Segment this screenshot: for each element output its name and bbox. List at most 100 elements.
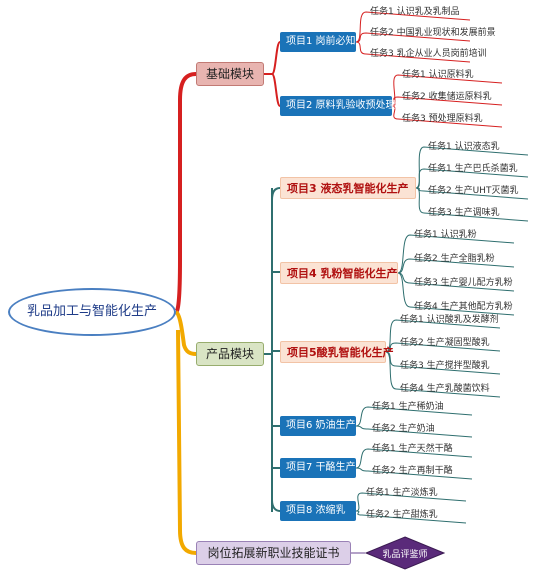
task-label: 任务1 认识乳及乳制品	[370, 7, 460, 17]
task-node[interactable]: 任务3 乳企从业人员岗前培训	[370, 47, 487, 61]
project-node-8[interactable]: 项目8 浓缩乳	[280, 501, 356, 521]
task-connector	[415, 187, 529, 222]
project-label: 项目4 乳粉智能化生产	[287, 267, 398, 280]
prod-spine	[264, 188, 273, 512]
task-node[interactable]: 任务1 生产淡炼乳	[366, 486, 438, 500]
task-connector	[397, 234, 515, 274]
project-node-7[interactable]: 项目7 干酪生产	[280, 458, 356, 478]
task-connectors	[355, 11, 529, 524]
task-label: 任务1 认识乳粉	[414, 230, 477, 240]
task-node[interactable]: 任务1 生产稀奶油	[372, 400, 444, 414]
task-node[interactable]: 任务4 生产乳酸菌饮料	[400, 382, 490, 396]
task-connector	[415, 146, 529, 189]
task-label: 任务1 生产天然干酪	[372, 444, 453, 454]
task-node[interactable]: 任务3 预处理原料乳	[402, 112, 483, 126]
base-to-p1	[264, 41, 281, 75]
task-node[interactable]: 任务1 认识液态乳	[428, 140, 500, 154]
trunk-to-cert	[176, 329, 197, 555]
certificate-label: 乳品评鉴师	[382, 548, 427, 560]
task-label: 任务1 生产稀奶油	[372, 402, 444, 412]
task-connector	[355, 467, 473, 480]
task-connector	[391, 105, 503, 128]
task-node[interactable]: 任务2 生产UHT灭菌乳	[428, 184, 518, 198]
task-connector	[355, 510, 467, 524]
task-label: 任务1 认识酸乳及发酵剂	[400, 315, 499, 325]
task-node[interactable]: 任务2 生产奶油	[372, 422, 435, 436]
project-node-2[interactable]: 项目2 原料乳验收预处理	[280, 96, 396, 116]
project-node-6[interactable]: 项目6 奶油生产	[280, 416, 356, 436]
task-node[interactable]: 任务1 认识乳粉	[414, 228, 477, 242]
task-label: 任务2 生产凝固型酸乳	[400, 338, 490, 348]
project-label: 项目6 奶油生产	[286, 420, 356, 431]
task-node[interactable]: 任务2 生产甜炼乳	[366, 508, 438, 522]
task-label: 任务3 生产搅拌型酸乳	[400, 361, 490, 371]
prod-to-p3	[271, 187, 281, 201]
task-label: 任务1 生产巴氏杀菌乳	[428, 164, 518, 174]
root-label: 乳品加工与智能化生产	[26, 304, 157, 319]
task-label: 任务2 收集储运原料乳	[402, 92, 492, 102]
task-node[interactable]: 任务3 生产调味乳	[428, 206, 500, 220]
module-cert[interactable]: 岗位拓展新职业技能证书	[196, 541, 351, 565]
trunk-to-base	[174, 72, 197, 314]
task-connector	[391, 74, 503, 107]
prod-to-p8	[271, 499, 281, 512]
task-connector	[355, 492, 467, 512]
task-connector	[355, 11, 471, 43]
task-connector	[355, 406, 473, 427]
task-node[interactable]: 任务2 生产全脂乳粉	[414, 252, 495, 266]
module-product-label: 产品模块	[205, 347, 254, 361]
module-base-label: 基础模块	[205, 67, 254, 81]
task-node[interactable]: 任务2 生产凝固型酸乳	[400, 336, 490, 350]
task-label: 任务2 生产再制干酪	[372, 466, 453, 476]
project-label: 项目7 干酪生产	[286, 462, 356, 473]
task-connector	[397, 258, 515, 274]
task-label: 任务3 乳企从业人员岗前培训	[370, 49, 487, 59]
task-node[interactable]: 任务1 认识乳及乳制品	[370, 5, 460, 19]
task-connector	[391, 96, 503, 107]
task-connector	[397, 272, 515, 316]
task-node[interactable]: 任务2 收集储运原料乳	[402, 90, 492, 104]
project-label: 项目3 液态乳智能化生产	[287, 182, 409, 195]
task-connector	[415, 168, 529, 189]
task-node[interactable]: 任务1 认识酸乳及发酵剂	[400, 313, 499, 327]
project-node-1[interactable]: 项目1 岗前必知	[280, 32, 356, 52]
certificate-diamond: 乳品评鉴师	[365, 536, 445, 570]
project-node-4[interactable]: 项目4 乳粉智能化生产	[280, 262, 398, 284]
module-cert-label: 岗位拓展新职业技能证书	[207, 546, 340, 560]
task-connector	[385, 319, 501, 353]
task-node[interactable]: 任务4 生产其他配方乳粉	[414, 300, 513, 314]
project-label: 项目8 浓缩乳	[286, 505, 346, 516]
task-label: 任务3 预处理原料乳	[402, 114, 483, 124]
task-node[interactable]: 任务3 生产搅拌型酸乳	[400, 359, 490, 373]
task-label: 任务3 生产婴儿配方乳粉	[414, 278, 513, 288]
task-node[interactable]: 任务3 生产婴儿配方乳粉	[414, 276, 513, 290]
project-label: 项目1 岗前必知	[286, 36, 356, 47]
task-label: 任务1 认识原料乳	[402, 70, 474, 80]
task-label: 任务1 认识液态乳	[428, 142, 500, 152]
module-base[interactable]: 基础模块	[196, 62, 264, 86]
task-connector	[355, 425, 473, 438]
project-node-3[interactable]: 项目3 液态乳智能化生产	[280, 177, 416, 199]
root-node: 乳品加工与智能化生产	[8, 288, 176, 336]
project-node-5[interactable]: 项目5酸乳智能化生产	[280, 341, 394, 363]
task-label: 任务2 生产甜炼乳	[366, 510, 438, 520]
task-node[interactable]: 任务1 生产巴氏杀菌乳	[428, 162, 518, 176]
project-label: 项目2 原料乳验收预处理	[286, 100, 396, 111]
task-label: 任务3 生产调味乳	[428, 208, 500, 218]
module-product[interactable]: 产品模块	[196, 342, 264, 366]
task-node[interactable]: 任务1 认识原料乳	[402, 68, 474, 82]
trunk-to-product	[174, 310, 197, 356]
task-label: 任务4 生产乳酸菌饮料	[400, 384, 490, 394]
task-label: 任务2 生产全脂乳粉	[414, 254, 495, 264]
task-node[interactable]: 任务2 生产再制干酪	[372, 464, 453, 478]
task-node[interactable]: 任务2 中国乳业现状和发展前景	[370, 26, 496, 40]
task-label: 任务2 生产奶油	[372, 424, 435, 434]
task-label: 任务4 生产其他配方乳粉	[414, 302, 513, 312]
task-connector	[355, 32, 471, 43]
task-connector	[355, 41, 471, 63]
task-node[interactable]: 任务1 生产天然干酪	[372, 442, 453, 456]
task-connector	[355, 448, 473, 469]
task-label: 任务2 中国乳业现状和发展前景	[370, 28, 496, 38]
task-connector	[385, 351, 501, 398]
